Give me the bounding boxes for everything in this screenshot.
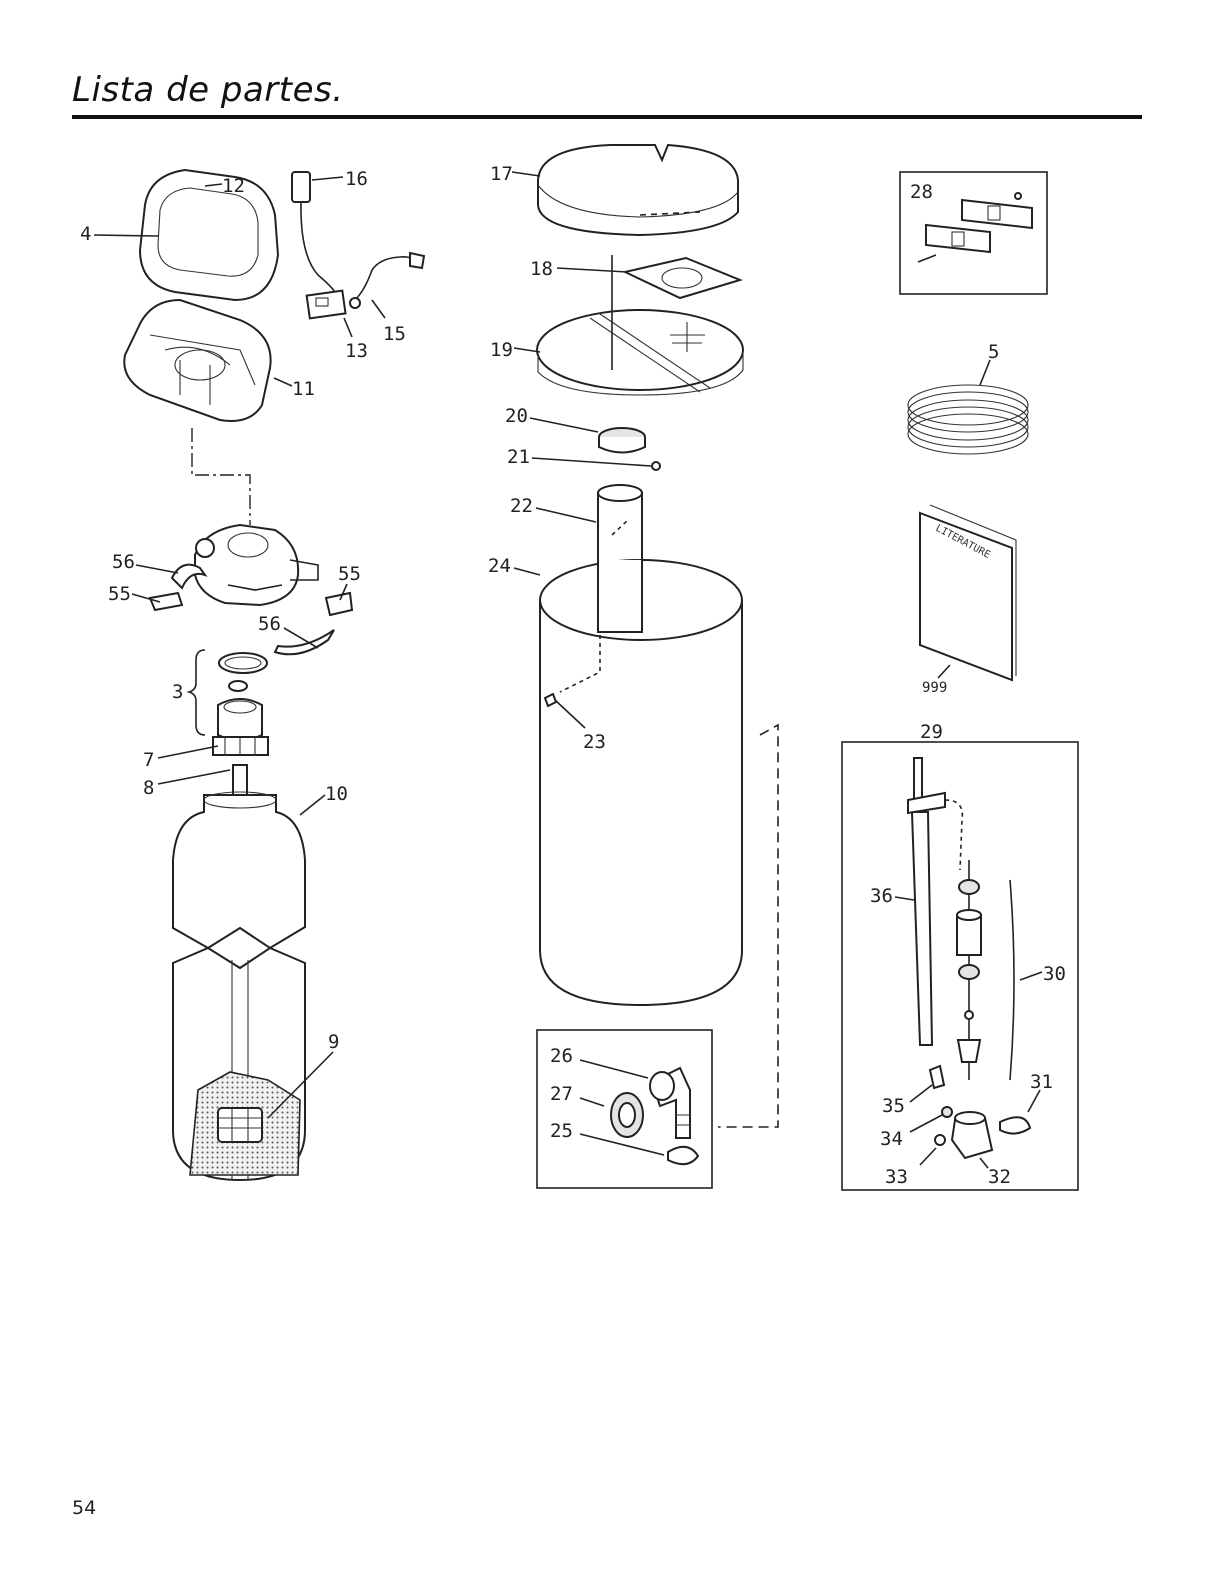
elbow-part-26 bbox=[650, 1068, 690, 1138]
callout-999: 999 bbox=[922, 680, 947, 696]
plate-part-19 bbox=[537, 310, 743, 395]
callout-33: 33 bbox=[885, 1166, 908, 1188]
tube-part-8 bbox=[233, 765, 247, 795]
callout-34: 34 bbox=[880, 1128, 903, 1150]
callout-56-upper: 56 bbox=[112, 551, 135, 573]
callout-29: 29 bbox=[920, 721, 943, 743]
housing-part-11 bbox=[124, 300, 270, 421]
callout-15: 15 bbox=[383, 323, 406, 345]
float-assembly-part-30 bbox=[957, 860, 1014, 1080]
plate-part-55-right bbox=[326, 593, 352, 615]
callout-12: 12 bbox=[222, 175, 245, 197]
callout-9: 9 bbox=[328, 1031, 339, 1053]
callout-56-lower: 56 bbox=[258, 613, 281, 635]
callout-18: 18 bbox=[530, 258, 553, 280]
tubing-part-5 bbox=[908, 360, 1028, 454]
callout-23: 23 bbox=[583, 731, 606, 753]
nut-part-27 bbox=[611, 1093, 643, 1137]
callout-27: 27 bbox=[550, 1083, 573, 1105]
callout-32: 32 bbox=[988, 1166, 1011, 1188]
valve-assembly bbox=[195, 525, 318, 605]
valve-body-part-32 bbox=[952, 1112, 992, 1158]
callout-20: 20 bbox=[505, 405, 528, 427]
callout-55-left: 55 bbox=[108, 583, 131, 605]
clip-part-31 bbox=[1000, 1117, 1030, 1133]
callout-24: 24 bbox=[488, 555, 511, 577]
brine-tank-part-24 bbox=[540, 560, 742, 1005]
clip-part-56-lower bbox=[275, 630, 334, 654]
nut-part-33 bbox=[935, 1135, 945, 1145]
callout-5: 5 bbox=[988, 341, 999, 363]
literature-part-999: LITERATURE bbox=[920, 505, 1016, 680]
bracket-part-28 bbox=[918, 193, 1032, 262]
callout-4: 4 bbox=[80, 223, 91, 245]
callout-3: 3 bbox=[172, 681, 183, 703]
float-rod-part-36 bbox=[908, 758, 962, 1045]
lid-part-17 bbox=[538, 145, 738, 235]
callout-30: 30 bbox=[1043, 963, 1066, 985]
housing-to-valve-connector bbox=[192, 428, 250, 525]
callout-55-right: 55 bbox=[338, 563, 361, 585]
callout-17: 17 bbox=[490, 163, 513, 185]
clamp-part-25 bbox=[668, 1147, 698, 1164]
callout-13: 13 bbox=[345, 340, 368, 362]
callout-19: 19 bbox=[490, 339, 513, 361]
callout-22: 22 bbox=[510, 495, 533, 517]
insert-part-35 bbox=[930, 1066, 944, 1088]
meter-cable-part-15 bbox=[350, 253, 424, 308]
callout-11: 11 bbox=[292, 378, 315, 400]
callout-25: 25 bbox=[550, 1120, 573, 1142]
callout-8: 8 bbox=[143, 777, 154, 799]
cap-part-20 bbox=[599, 428, 645, 453]
callout-21: 21 bbox=[507, 446, 530, 468]
callout-10: 10 bbox=[325, 783, 348, 805]
callout-26: 26 bbox=[550, 1045, 573, 1067]
callout-35: 35 bbox=[882, 1095, 905, 1117]
circuit-board-part-13 bbox=[307, 291, 346, 319]
bottom-screen bbox=[218, 1108, 262, 1142]
cartridge-part-7 bbox=[213, 699, 268, 755]
sleeve-part-34 bbox=[942, 1107, 952, 1117]
plate-part-55-left bbox=[150, 593, 182, 610]
page-number: 54 bbox=[72, 1497, 96, 1519]
callout-36: 36 bbox=[870, 885, 893, 907]
callout-31: 31 bbox=[1030, 1071, 1053, 1093]
cover-part-12 bbox=[140, 170, 278, 300]
transformer-part-16 bbox=[292, 172, 338, 298]
callout-16: 16 bbox=[345, 168, 368, 190]
callout-28: 28 bbox=[910, 181, 933, 203]
callout-7: 7 bbox=[143, 749, 154, 771]
gasket-part-18 bbox=[625, 258, 740, 298]
grommet-part-21 bbox=[652, 462, 660, 470]
